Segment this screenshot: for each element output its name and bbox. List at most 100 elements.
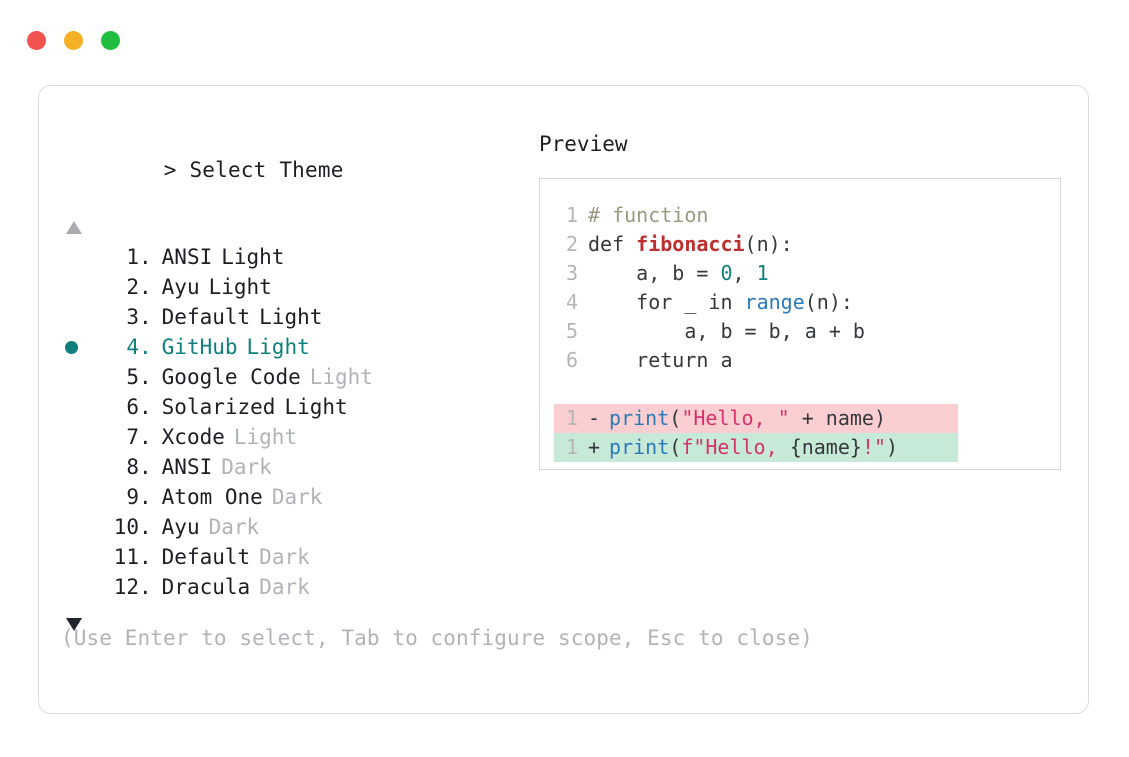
- theme-index: 10: [113, 515, 139, 539]
- selection-bullet-slot: [61, 422, 91, 452]
- code-token: a, b = b, a + b: [588, 319, 865, 343]
- theme-variant: Dark: [271, 485, 323, 509]
- code-token: print: [609, 406, 670, 430]
- code-content: def fibonacci(n):: [588, 230, 793, 259]
- theme-variant: Light: [208, 275, 272, 299]
- line-number: 3: [565, 261, 578, 285]
- theme-list-item[interactable]: 2. Ayu Light: [61, 272, 531, 302]
- code-token: 1: [756, 261, 769, 285]
- code-token: def: [588, 232, 637, 256]
- close-button[interactable]: [27, 31, 46, 50]
- code-token: ): [886, 435, 899, 459]
- theme-variant: Light: [309, 365, 373, 389]
- code-content: a, b = b, a + b: [588, 317, 865, 346]
- code-token: (: [669, 406, 682, 430]
- theme-list-item[interactable]: 6. Solarized Light: [61, 392, 531, 422]
- triangle-down-icon[interactable]: [66, 618, 82, 631]
- selection-bullet-slot: [61, 272, 91, 302]
- theme-variant: Light: [284, 395, 348, 419]
- theme-name: Ayu: [161, 275, 200, 299]
- theme-variant: Dark: [221, 455, 272, 479]
- theme-variant: Light: [246, 335, 310, 359]
- line-number: 4: [565, 290, 578, 314]
- code-token: (: [669, 435, 682, 459]
- theme-index-dot: .: [139, 545, 152, 569]
- code-line: 6 return a: [554, 346, 1060, 375]
- theme-index: 7: [126, 425, 139, 449]
- theme-index: 5: [126, 365, 139, 389]
- code-token: range: [744, 290, 805, 314]
- code-token: # function: [588, 203, 709, 227]
- window-controls: [27, 31, 120, 50]
- code-token: a, b =: [588, 261, 721, 285]
- line-number: 2: [565, 232, 578, 256]
- theme-variant: Dark: [259, 545, 310, 569]
- code-line: 2 def fibonacci(n):: [554, 230, 1060, 259]
- selection-bullet-slot: [61, 302, 91, 332]
- minimize-button[interactable]: [64, 31, 83, 50]
- theme-index-dot: .: [139, 365, 152, 389]
- maximize-button[interactable]: [101, 31, 120, 50]
- theme-index-dot: .: [139, 575, 152, 599]
- theme-name: GitHub: [161, 335, 238, 359]
- theme-index-dot: .: [139, 485, 152, 509]
- code-token: 0: [720, 261, 733, 285]
- selection-bullet-slot: [61, 452, 91, 482]
- code-line: 5 a, b = b, a + b: [554, 317, 1060, 346]
- code-token: + name): [789, 406, 887, 430]
- theme-index-dot: .: [139, 335, 152, 359]
- preview-title: Preview: [539, 132, 628, 156]
- line-number: 1: [565, 406, 578, 430]
- theme-variant: Light: [221, 245, 285, 269]
- code-token: print: [609, 435, 670, 459]
- theme-index-dot: .: [139, 275, 152, 299]
- theme-index-dot: .: [139, 395, 152, 419]
- theme-name: ANSI: [161, 245, 213, 269]
- code-content: a, b = 0, 1: [588, 259, 769, 288]
- code-token: (n):: [804, 290, 853, 314]
- line-number: 5: [565, 319, 578, 343]
- theme-name: Solarized: [161, 395, 276, 419]
- triangle-up-icon[interactable]: [66, 221, 82, 234]
- code-content: return a: [588, 346, 732, 375]
- page-title: > Select Theme: [61, 131, 531, 209]
- code-content: for _ in range(n):: [588, 288, 853, 317]
- theme-index: 8: [126, 455, 139, 479]
- theme-index-dot: .: [139, 455, 152, 479]
- code-content: print("Hello, " + name): [609, 404, 886, 433]
- code-content: print(f"Hello, {name}!"): [609, 433, 898, 462]
- code-token: {name}: [789, 435, 862, 459]
- theme-index: 12: [113, 575, 139, 599]
- code-token: "Hello, ": [681, 406, 790, 430]
- theme-index: 6: [126, 395, 139, 419]
- code-blank-line: [554, 375, 1060, 404]
- diff-line-added: 1+print(f"Hello, {name}!"): [554, 433, 958, 462]
- theme-index-dot: .: [139, 245, 152, 269]
- code-line: 4 for _ in range(n):: [554, 288, 1060, 317]
- code-line: 1# function: [554, 201, 1060, 230]
- prompt-title-text: Select Theme: [189, 158, 344, 182]
- theme-name: Google Code: [161, 365, 301, 389]
- help-hint: (Use Enter to select, Tab to configure s…: [61, 626, 813, 650]
- theme-name: Atom One: [161, 485, 263, 509]
- theme-name: Default: [161, 305, 251, 329]
- selection-bullet-slot: [61, 572, 91, 602]
- theme-list-item[interactable]: 5. Google Code Light: [61, 362, 531, 392]
- diff-sign: +: [588, 435, 601, 459]
- code-token: fibonacci: [636, 232, 745, 256]
- code-line: 3 a, b = 0, 1: [554, 259, 1060, 288]
- theme-index: 2: [126, 275, 139, 299]
